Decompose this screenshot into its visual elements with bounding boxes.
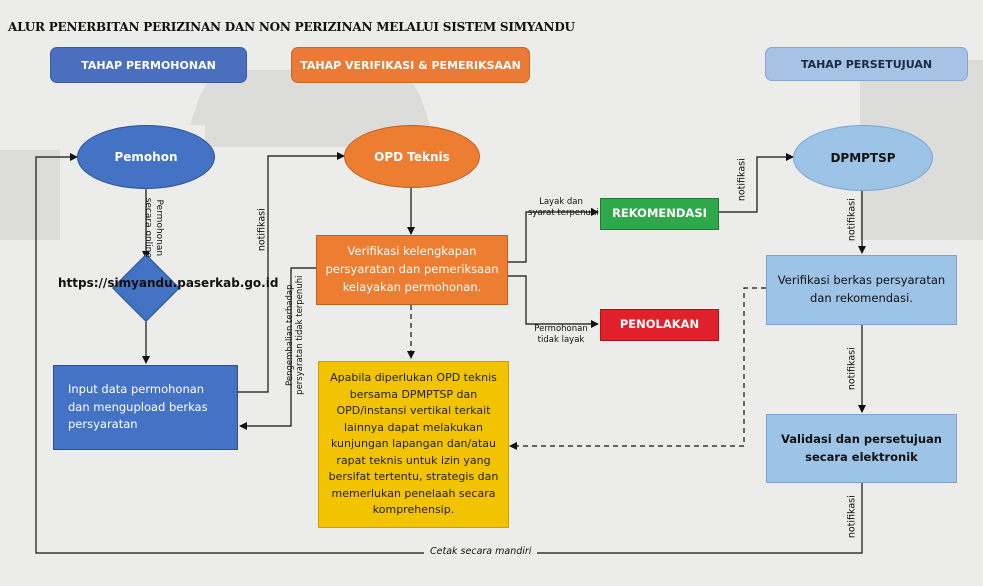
arrow-rekomendasi-to-dpmptsp — [719, 153, 794, 213]
arrow-validasi-to-pemohon — [35, 153, 863, 554]
label-cetak-mandiri: Cetak secara mandiri — [424, 546, 538, 557]
website-url: https://simyandu.paserkab.go.id — [58, 276, 279, 290]
node-kunjungan: Apabila diperlukan OPD teknis bersama DP… — [318, 361, 509, 528]
label-notifikasi-opd: notifikasi — [256, 208, 268, 252]
node-verifikasi-opd: Verifikasi kelengkapan persyaratan dan p… — [316, 235, 508, 305]
dashed-berkas-to-kunjungan — [509, 287, 766, 450]
arrow-input-to-opd — [238, 152, 345, 393]
arrow-to-penolakan — [508, 275, 599, 328]
node-penolakan: PENOLAKAN — [600, 309, 719, 341]
label-notifikasi-berkas: notifikasi — [846, 198, 858, 242]
node-input-data: Input data permohonan dan mengupload ber… — [53, 365, 238, 450]
node-validasi: Validasi dan persetujuan secara elektron… — [766, 414, 957, 483]
page-title: ALUR PENERBITAN PERIZINAN DAN NON PERIZI… — [8, 20, 575, 34]
node-pemohon: Pemohon — [77, 125, 215, 189]
node-verifikasi-berkas: Verifikasi berkas persyaratan dan rekome… — [766, 255, 957, 325]
phase-verifikasi: TAHAP VERIFIKASI & PEMERIKSAAN — [291, 47, 530, 83]
phase-persetujuan: TAHAP PERSETUJUAN — [765, 47, 968, 81]
arrow-return-to-input — [239, 267, 316, 430]
node-rekomendasi: REKOMENDASI — [600, 198, 719, 230]
label-notifikasi-dpmptsp: notifikasi — [736, 158, 748, 202]
label-notifikasi-cetak: notifikasi — [846, 495, 858, 539]
node-dpmptsp: DPMPTSP — [793, 125, 933, 191]
phase-permohonan: TAHAP PERMOHONAN — [50, 47, 247, 83]
label-tidak-layak: Permohonan tidak layak — [534, 324, 588, 345]
label-layak: Layak dan syarat terpenuhi — [528, 197, 599, 218]
label-permohonan-online: Permohonan secara online — [143, 197, 164, 258]
arrow-to-rekomendasi — [508, 208, 599, 263]
label-notifikasi-validasi: notifikasi — [846, 347, 858, 391]
label-pengembalian: Pengembalian terhadap persyaratan tidak … — [284, 275, 305, 395]
node-opd-teknis: OPD Teknis — [344, 125, 480, 188]
